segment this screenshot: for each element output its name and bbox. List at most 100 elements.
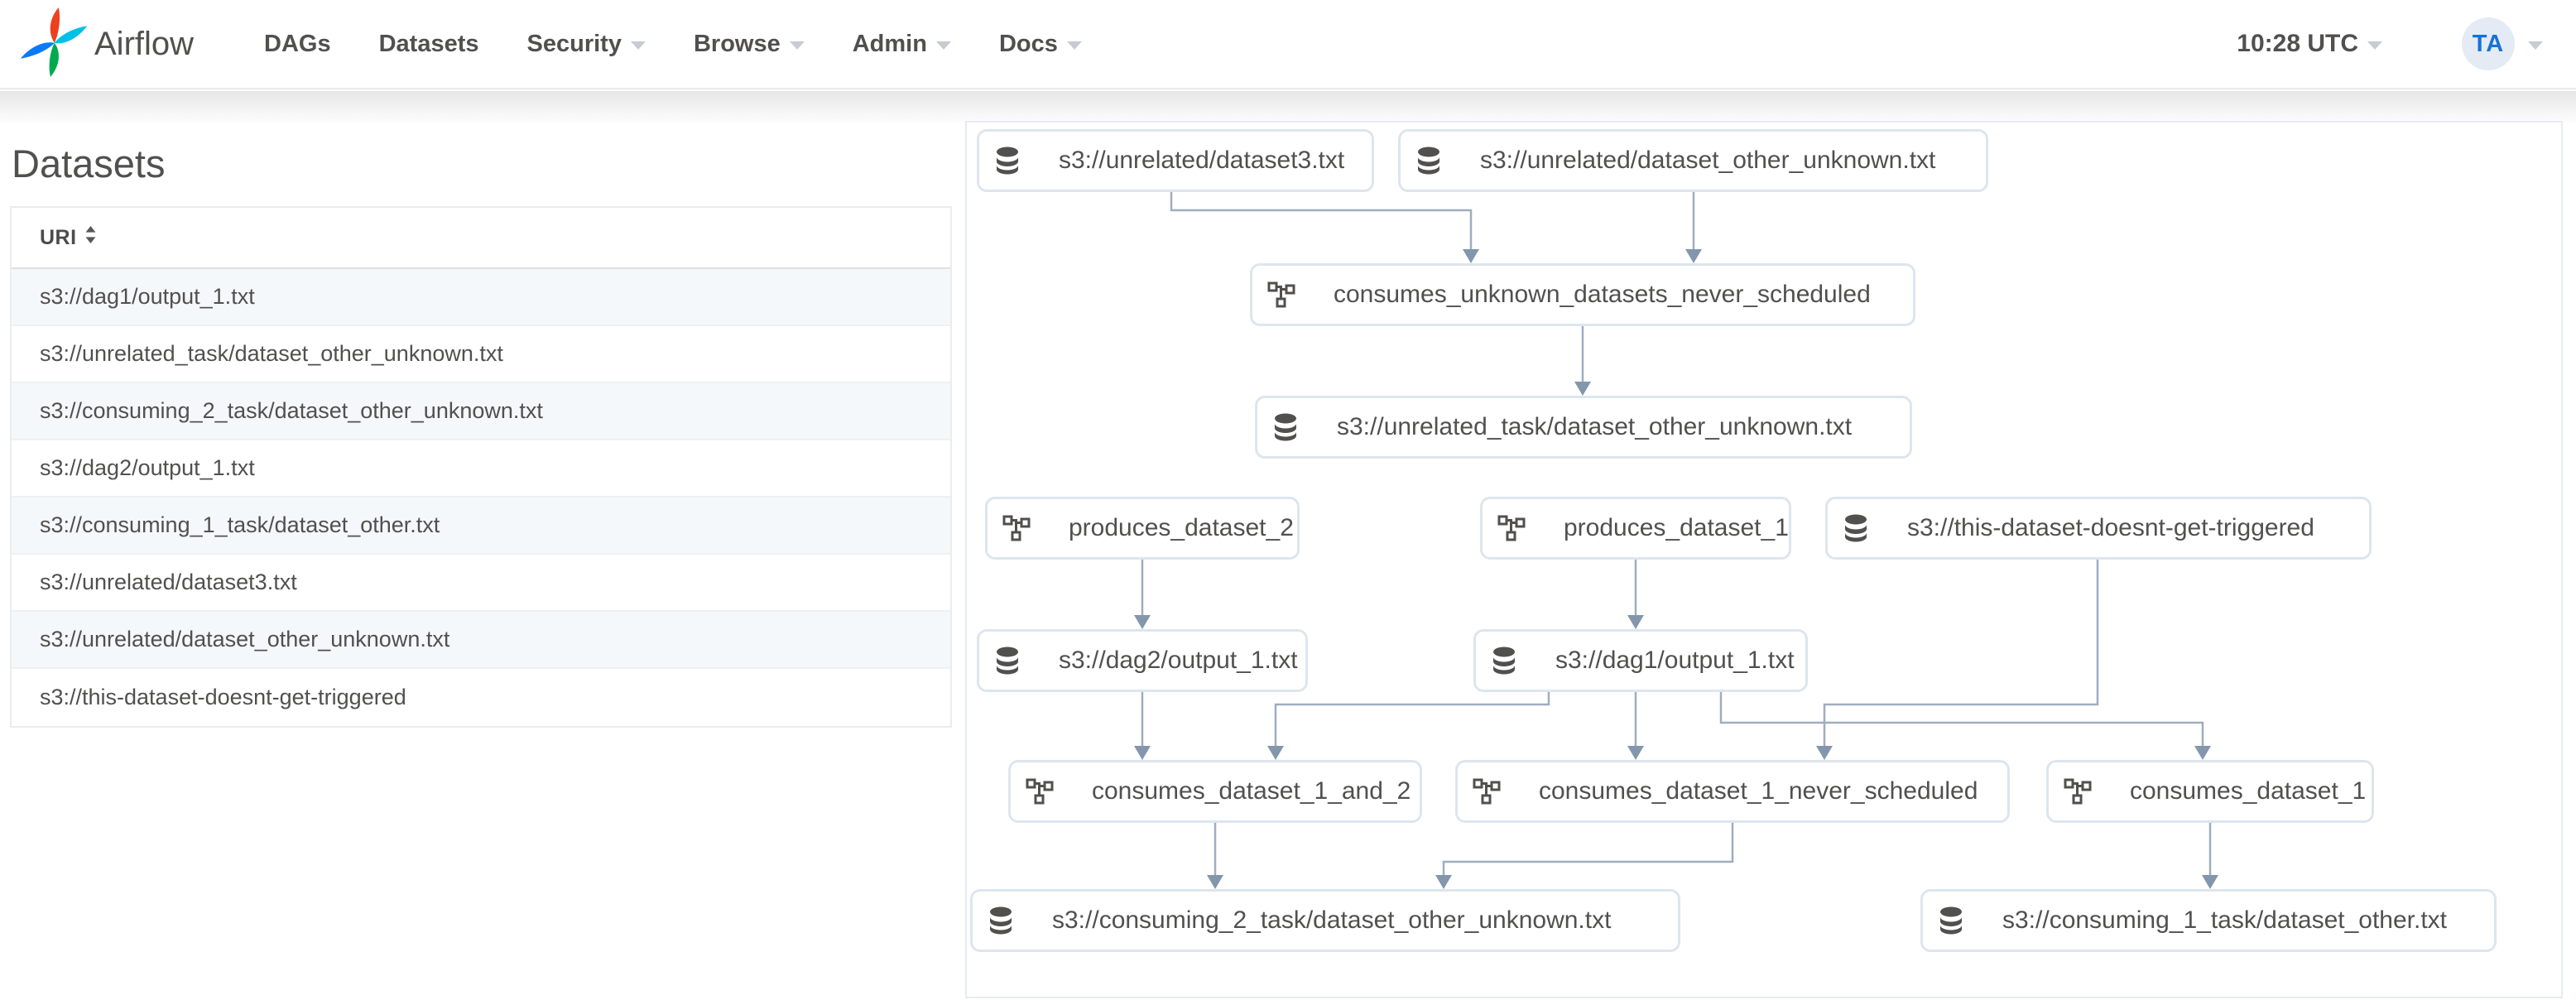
airflow-logo-icon <box>20 5 88 84</box>
dataset-node-consuming_2_task_dataset_other_unknown[interactable]: s3://consuming_2_task/dataset_other_unkn… <box>970 889 1680 952</box>
dag-icon <box>1497 515 1526 541</box>
dag-node-consumes_dataset_1_and_2[interactable]: consumes_dataset_1_and_2 <box>1008 760 1422 823</box>
edge-arrowhead-icon <box>1134 746 1151 760</box>
nav-item-label: Browse <box>693 30 781 57</box>
edge-this_dataset_doesnt_get_triggered-to-consumes_dataset_1_never_scheduled <box>1823 560 2099 748</box>
node-label: produces_dataset_1 <box>1564 514 1789 541</box>
dependency-graph-canvas[interactable]: s3://unrelated/dataset3.txt s3://unrelate… <box>967 123 2561 997</box>
database-icon <box>994 147 1021 175</box>
dataset-node-unrelated_dataset3[interactable]: s3://unrelated/dataset3.txt <box>977 129 1374 192</box>
nav-item-label: Security <box>526 30 622 57</box>
dag-icon <box>2064 778 2092 805</box>
nav-item-docs[interactable]: Docs <box>975 0 1106 88</box>
chevron-down-icon <box>1066 41 1082 50</box>
page-title: Datasets <box>12 142 166 185</box>
chevron-down-icon <box>789 41 805 50</box>
node-label: s3://unrelated/dataset3.txt <box>1059 147 1345 174</box>
edge-arrowhead-icon <box>1134 615 1151 629</box>
table-row[interactable]: s3://unrelated/dataset_other_unknown.txt <box>12 612 950 669</box>
dag-icon <box>1026 778 1054 805</box>
dag-node-produces_dataset_1[interactable]: produces_dataset_1 <box>1480 497 1791 560</box>
sort-icon <box>84 225 97 248</box>
dataset-node-dag2_output_1[interactable]: s3://dag2/output_1.txt <box>977 629 1308 692</box>
chevron-down-icon <box>935 41 951 50</box>
table-row[interactable]: s3://unrelated/dataset3.txt <box>12 555 950 612</box>
node-label: s3://this-dataset-doesnt-get-triggered <box>1907 514 2314 541</box>
edge-arrowhead-icon <box>2194 746 2211 760</box>
dag-icon <box>1267 281 1295 308</box>
nav-item-label: Docs <box>998 30 1058 57</box>
edge-arrowhead-icon <box>1435 875 1452 889</box>
clock-label: 10:28 UTC <box>2237 30 2358 57</box>
edge-arrowhead-icon <box>1627 746 1644 760</box>
nav-item-browse[interactable]: Browse <box>670 0 829 88</box>
uri-column-label: URI <box>40 225 77 249</box>
nav-item-dags[interactable]: DAGs <box>240 0 355 88</box>
user-menu[interactable]: TA <box>2462 17 2543 70</box>
dataset-node-unrelated_task_dataset_other_unknown[interactable]: s3://unrelated_task/dataset_other_unknow… <box>1255 396 1912 459</box>
edge-arrowhead-icon <box>1574 382 1591 396</box>
navbar-menu: DAGs Datasets Security Browse Admin Docs <box>240 0 1106 88</box>
nav-item-label: DAGs <box>264 30 331 57</box>
table-row[interactable]: s3://dag1/output_1.txt <box>12 269 950 326</box>
node-label: consumes_unknown_datasets_never_schedule… <box>1334 281 1871 308</box>
table-row[interactable]: s3://dag2/output_1.txt <box>12 440 950 498</box>
dataset-node-consuming_1_task_dataset_other[interactable]: s3://consuming_1_task/dataset_other.txt <box>1920 889 2497 952</box>
header-shadow-band <box>0 91 2576 123</box>
table-row[interactable]: s3://consuming_1_task/dataset_other.txt <box>12 498 950 555</box>
dataset-node-dag1_output_1[interactable]: s3://dag1/output_1.txt <box>1473 629 1808 692</box>
database-icon <box>988 906 1014 935</box>
edge-arrowhead-icon <box>1816 746 1833 760</box>
chevron-down-icon <box>2528 41 2543 50</box>
clock-dropdown[interactable]: 10:28 UTC <box>2237 30 2382 58</box>
node-label: consumes_dataset_1_and_2 <box>1092 777 1411 805</box>
edge-arrowhead-icon <box>1627 615 1644 629</box>
dag-icon <box>1473 778 1501 805</box>
database-icon <box>994 647 1021 675</box>
dataset-node-unrelated_dataset_other_unknown[interactable]: s3://unrelated/dataset_other_unknown.txt <box>1398 129 1988 192</box>
database-icon <box>1415 147 1442 175</box>
avatar: TA <box>2462 17 2515 70</box>
edge-arrowhead-icon <box>1267 746 1284 760</box>
edge-arrowhead-icon <box>1463 249 1479 263</box>
dag-icon <box>1002 515 1031 541</box>
edge-arrowhead-icon <box>1685 249 1702 263</box>
chevron-down-icon <box>630 41 646 50</box>
node-label: consumes_dataset_1_never_scheduled <box>1539 777 1978 805</box>
database-icon <box>1843 514 1869 542</box>
dag-node-consumes_dataset_1[interactable]: consumes_dataset_1 <box>2046 760 2374 823</box>
nav-item-datasets[interactable]: Datasets <box>355 0 503 88</box>
database-icon <box>1272 413 1299 441</box>
node-label: consumes_dataset_1 <box>2130 777 2367 805</box>
graph-edges <box>1134 192 2218 889</box>
uri-column-header[interactable]: URI <box>12 208 950 269</box>
dag-node-consumes_dataset_1_never_scheduled[interactable]: consumes_dataset_1_never_scheduled <box>1455 760 2010 823</box>
node-label: s3://dag1/output_1.txt <box>1555 647 1795 674</box>
dataset-node-this_dataset_doesnt_get_triggered[interactable]: s3://this-dataset-doesnt-get-triggered <box>1825 497 2372 560</box>
airflow-brand[interactable]: Airflow <box>20 5 194 84</box>
node-label: s3://unrelated_task/dataset_other_unknow… <box>1337 413 1853 440</box>
table-row[interactable]: s3://consuming_2_task/dataset_other_unkn… <box>12 383 950 440</box>
dag-node-consumes_unknown_never_scheduled[interactable]: consumes_unknown_datasets_never_schedule… <box>1250 263 1915 326</box>
dag-node-produces_dataset_2[interactable]: produces_dataset_2 <box>985 497 1300 560</box>
database-icon <box>1938 906 1964 935</box>
table-row[interactable]: s3://this-dataset-doesnt-get-triggered <box>40 685 406 709</box>
edge-arrowhead-icon <box>2202 875 2218 889</box>
node-label: s3://consuming_2_task/dataset_other_unkn… <box>1052 906 1612 934</box>
navbar-right: 10:28 UTC TA <box>2237 17 2543 70</box>
nav-item-security[interactable]: Security <box>503 0 670 88</box>
table-row[interactable]: s3://unrelated_task/dataset_other_unknow… <box>12 326 950 383</box>
edge-dag1_output_1-to-consumes_dataset_1 <box>1719 692 2204 748</box>
database-icon <box>1491 647 1517 675</box>
node-label: s3://unrelated/dataset_other_unknown.txt <box>1480 147 1936 174</box>
node-label: produces_dataset_2 <box>1069 514 1294 541</box>
nav-item-admin[interactable]: Admin <box>829 0 975 88</box>
node-label: s3://dag2/output_1.txt <box>1059 647 1298 674</box>
brand-name: Airflow <box>94 25 195 62</box>
edge-dag1_output_1-to-consumes_dataset_1_and_2 <box>1274 692 1550 748</box>
